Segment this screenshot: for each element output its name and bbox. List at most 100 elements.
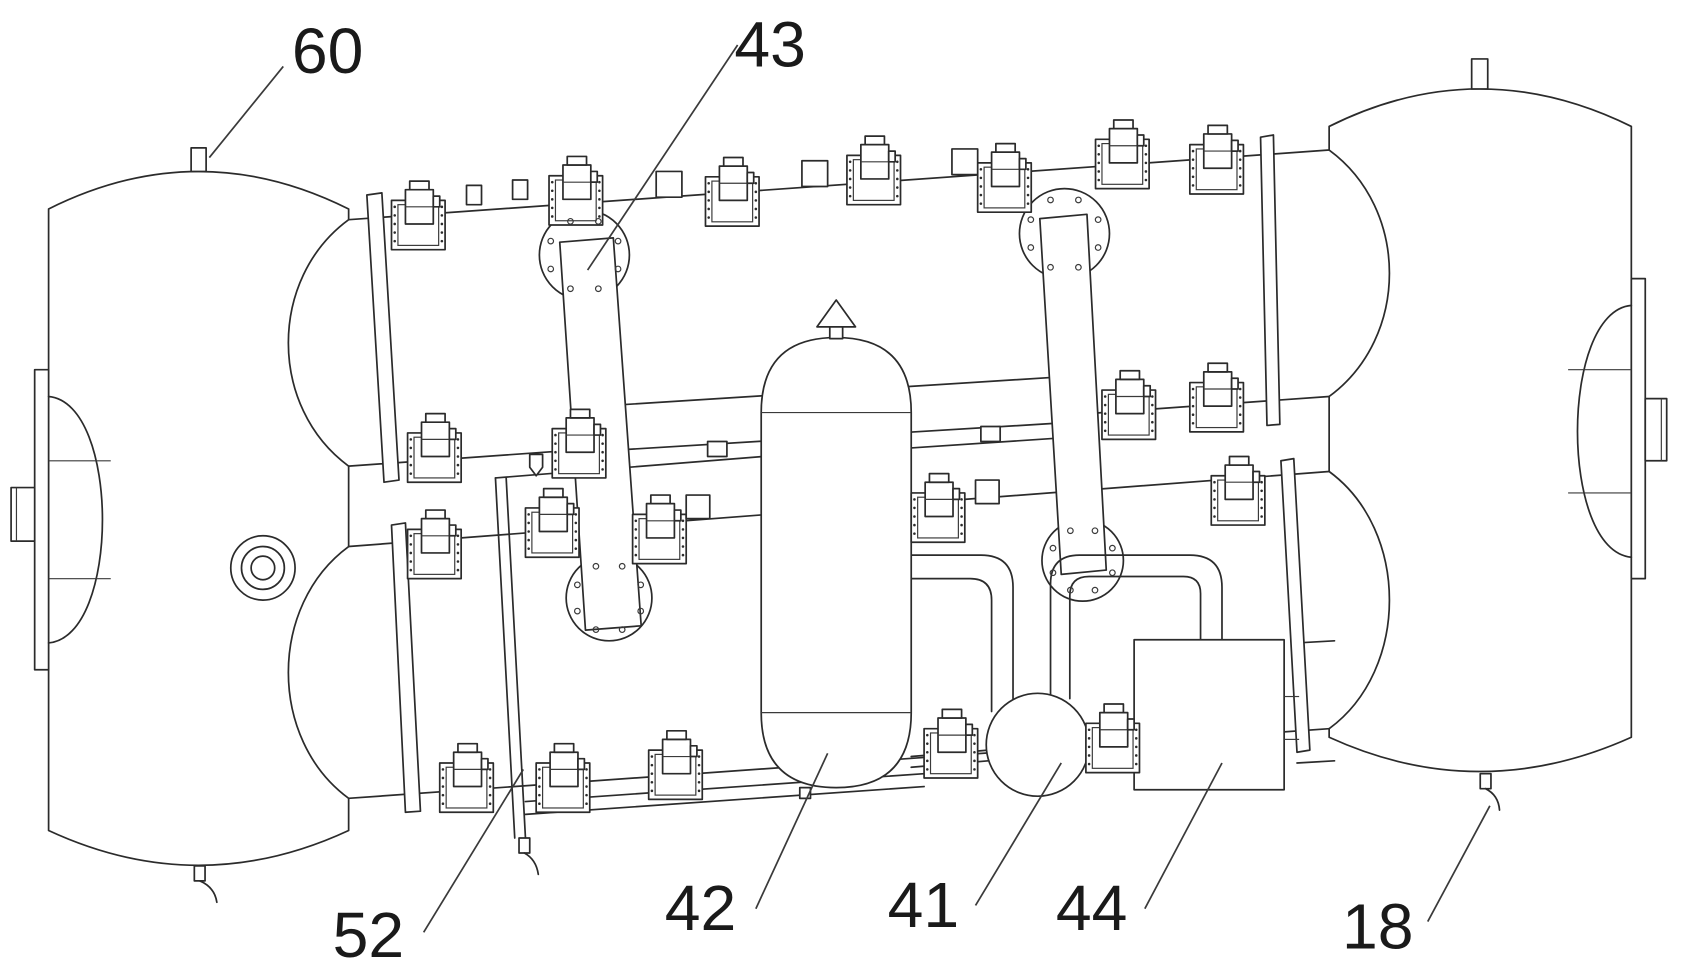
leader-18 xyxy=(1426,805,1491,922)
valve-actuator xyxy=(976,142,1033,214)
valve-actuator xyxy=(647,729,704,801)
valve-actuator xyxy=(1188,362,1245,433)
instrument-box xyxy=(801,159,829,188)
flange-bolts xyxy=(547,196,1116,634)
valve-actuator xyxy=(548,155,604,226)
valve-actuator xyxy=(438,742,495,814)
flange-plate xyxy=(1280,457,1311,754)
bolt-hole xyxy=(1049,544,1057,552)
bolt-hole xyxy=(592,562,600,570)
left-tank-port xyxy=(229,534,296,601)
left-tank-top-nozzle xyxy=(190,147,207,173)
right-tank-top-nozzle xyxy=(1470,58,1489,90)
bolt-hole xyxy=(1094,216,1102,224)
valve-actuator xyxy=(1188,124,1245,195)
valve-actuator xyxy=(923,708,979,779)
sphere-41 xyxy=(985,692,1090,798)
u-bend-pipe-right xyxy=(1049,554,1223,711)
drain-valves xyxy=(193,772,1501,904)
valve-actuator xyxy=(406,412,463,484)
label-41: 41 xyxy=(888,869,960,941)
leader-43 xyxy=(586,44,739,271)
instrument-box xyxy=(706,440,728,458)
bolt-hole xyxy=(594,218,602,225)
instrument-box xyxy=(511,179,529,201)
right-tank-manway xyxy=(1576,304,1633,559)
right-tank-manway-flange xyxy=(1630,277,1647,580)
valve-actuator xyxy=(390,180,446,251)
bolt-hole xyxy=(1067,586,1074,594)
label-43: 43 xyxy=(734,8,806,80)
left-tank-manway-flange xyxy=(33,368,50,671)
valve-actuator xyxy=(631,494,688,565)
leader-41 xyxy=(974,762,1062,906)
bolt-hole xyxy=(547,237,555,245)
box-44 xyxy=(1133,638,1300,791)
bolt-hole xyxy=(618,562,626,570)
valve-actuator xyxy=(535,742,591,814)
bolt-hole xyxy=(567,285,574,293)
bolt-hole xyxy=(567,218,574,225)
valve-actuator xyxy=(1210,455,1266,526)
valve-actuator xyxy=(551,408,607,479)
instrument-box xyxy=(685,494,711,520)
flange-plate xyxy=(390,522,422,814)
bolt-hole xyxy=(1049,569,1057,577)
bolt-hole xyxy=(1075,263,1082,271)
leader-lines xyxy=(208,44,1491,933)
valve-actuator xyxy=(1101,369,1157,441)
right-tank-side-nozzle xyxy=(1644,397,1668,462)
bolt-hole xyxy=(1027,244,1035,251)
leader-60 xyxy=(208,65,284,159)
bolt-hole xyxy=(637,581,645,589)
bolt-hole xyxy=(1075,196,1082,204)
instrument-box xyxy=(951,148,979,176)
instrument-boxes xyxy=(465,148,1002,520)
bolt-hole xyxy=(614,265,622,273)
valve-actuator xyxy=(1094,119,1150,190)
pipe-flanges xyxy=(366,134,1311,814)
flange-plate xyxy=(366,192,400,484)
label-42: 42 xyxy=(665,872,737,944)
valve-actuator xyxy=(846,135,902,206)
bolt-hole xyxy=(1109,544,1116,552)
left-tank xyxy=(10,147,350,867)
bolt-hole xyxy=(573,607,581,615)
bolt-hole xyxy=(1109,569,1116,577)
bolt-hole xyxy=(1047,196,1054,204)
valve-actuator xyxy=(524,487,580,559)
valve-actuator xyxy=(910,472,966,544)
valve-actuator xyxy=(406,509,463,580)
left-tank-side-nozzle xyxy=(10,486,36,543)
valve-actuators xyxy=(390,119,1266,814)
vessel-top-stem xyxy=(828,324,844,340)
bolt-hole xyxy=(573,581,581,589)
bolt-hole xyxy=(1091,586,1099,594)
bolt-hole xyxy=(618,626,626,634)
bolt-hole xyxy=(547,265,555,273)
instrument-box xyxy=(974,479,1000,505)
vessel-drain xyxy=(798,786,812,800)
bolt-hole xyxy=(614,237,622,245)
left-tank-drain xyxy=(193,864,218,904)
leader-52 xyxy=(422,768,525,933)
label-18: 18 xyxy=(1342,890,1414,962)
u-bend-pipe-left xyxy=(910,554,1014,713)
vessel-top-cap xyxy=(816,299,857,328)
valve-actuator xyxy=(1085,703,1141,774)
reference-numerals: 60 43 52 42 41 44 18 xyxy=(292,8,1414,970)
instrument-box xyxy=(655,170,683,199)
flange-plate xyxy=(1259,134,1281,427)
bolt-hole xyxy=(1067,527,1074,535)
bolt-hole xyxy=(637,607,645,615)
left-tank-manway xyxy=(47,395,104,644)
bolt-hole xyxy=(594,285,602,293)
bolt-hole xyxy=(1047,263,1054,271)
header-drain xyxy=(518,837,540,876)
leader-42 xyxy=(755,752,829,910)
label-44: 44 xyxy=(1056,872,1128,944)
vessel-42 xyxy=(760,299,913,789)
bolt-hole xyxy=(1091,527,1099,535)
diagonal-pipe-right xyxy=(1018,187,1125,603)
